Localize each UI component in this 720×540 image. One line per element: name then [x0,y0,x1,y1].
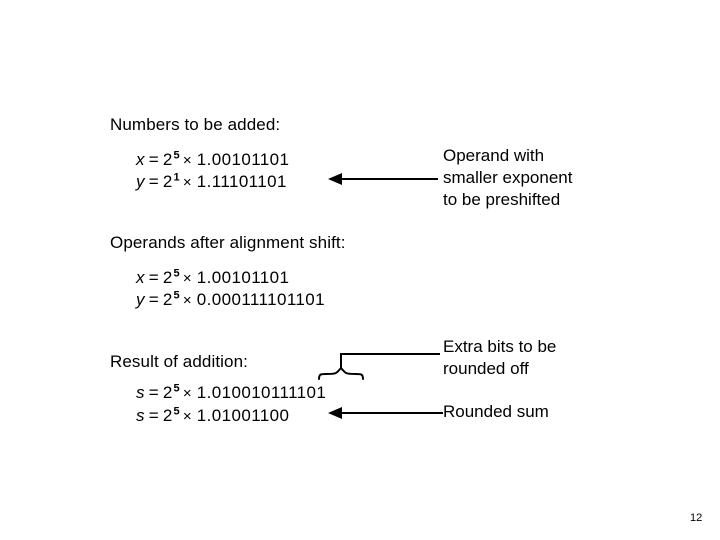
exponent: 5 [173,267,180,280]
annotation-line-1: Extra bits to be [443,337,557,356]
multiplication-sign: × [182,385,192,402]
multiplication-sign: × [182,174,192,191]
multiplication-sign: × [182,152,192,169]
variable-x: x [136,268,145,287]
base-2: 2 [162,150,173,169]
exponent: 5 [173,405,180,418]
base-2: 2 [162,172,173,191]
arrow-to-rounded-sum [328,406,443,420]
annotation-line-1: Operand with [443,146,545,165]
equation-y-aligned: y=25×0.000111101101 [136,288,325,312]
exponent: 5 [173,382,180,395]
arrow-to-y-original [328,172,438,186]
heading-numbers-to-be-added: Numbers to be added: [110,115,281,134]
variable-s: s [136,383,145,402]
variable-x: x [136,150,145,169]
equals-sign: = [148,383,159,402]
exponent: 1 [173,171,180,184]
equation-sum-unrounded: s=25×1.010010111101 [136,381,326,405]
mantissa: 1.010010111101 [196,383,327,402]
annotation-line-2: rounded off [443,359,529,378]
arrow-shaft [340,178,438,180]
mantissa: 1.01001100 [196,406,290,425]
annotation-rounded-sum: Rounded sum [443,401,549,423]
equation-sum-rounded: s=25×1.01001100 [136,404,289,428]
equation-y-original: y=21×1.11101101 [136,170,287,194]
mantissa: 0.000111101101 [196,290,325,309]
mantissa: 1.00101101 [196,268,290,287]
base-2: 2 [162,290,173,309]
exponent: 5 [173,289,180,302]
arrowhead-left-icon [328,407,342,419]
connector-horizontal [340,353,440,355]
arrow-shaft [340,412,443,414]
annotation-line-3: to be preshifted [443,190,561,209]
mantissa: 1.11101101 [196,172,287,191]
variable-y: y [136,290,145,309]
heading-result-of-addition: Result of addition: [110,352,248,371]
base-2: 2 [162,383,173,402]
heading-operands-after-alignment: Operands after alignment shift: [110,233,346,252]
exponent: 5 [173,149,180,162]
multiplication-sign: × [182,292,192,309]
equation-x-original: x=25×1.00101101 [136,148,289,172]
base-2: 2 [162,406,173,425]
multiplication-sign: × [182,270,192,287]
annotation-extra-bits: Extra bits to be rounded off [443,336,556,380]
base-2: 2 [162,268,173,287]
annotation-operand-preshift: Operand with smaller exponent to be pres… [443,145,572,211]
annotation-line-2: smaller exponent [443,168,573,187]
equals-sign: = [148,150,159,169]
arrowhead-left-icon [328,173,342,185]
equals-sign: = [148,268,159,287]
equation-x-aligned: x=25×1.00101101 [136,266,289,290]
connector-extra-bits [340,353,442,369]
annotation-line-1: Rounded sum [443,402,549,421]
connector-vertical [340,353,342,369]
mantissa: 1.00101101 [196,150,290,169]
variable-y: y [136,172,145,191]
page-number: 12 [690,512,703,524]
equals-sign: = [148,172,159,191]
multiplication-sign: × [182,408,192,425]
equals-sign: = [148,290,159,309]
equals-sign: = [148,406,159,425]
variable-s: s [136,406,145,425]
